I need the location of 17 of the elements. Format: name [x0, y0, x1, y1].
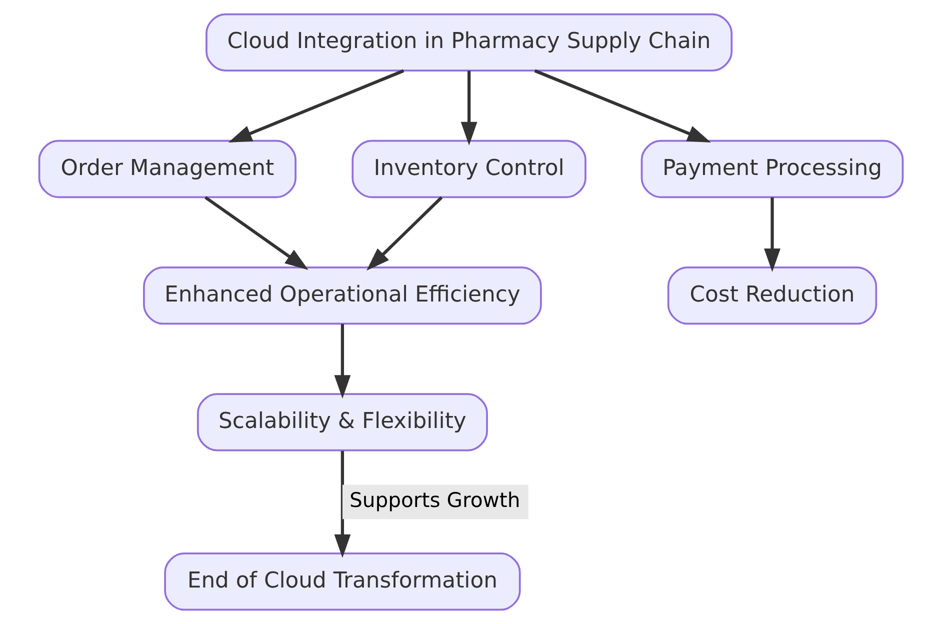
edge-label: Supports Growth — [349, 488, 520, 512]
arrow — [228, 69, 404, 142]
arrow — [204, 196, 308, 270]
arrow — [334, 324, 351, 399]
arrow — [366, 196, 443, 271]
node-box: Enhanced Operational Efficiency — [143, 266, 542, 325]
node-box: Inventory Control — [352, 140, 586, 198]
arrow — [334, 450, 351, 558]
arrow — [764, 197, 780, 272]
node-box: Scalability & Flexibility — [196, 393, 488, 452]
node-box: Cost Reduction — [667, 266, 878, 325]
arrow — [534, 69, 711, 142]
node-box: End of Cloud Transformation — [164, 552, 521, 611]
node-box: Payment Processing — [640, 140, 904, 198]
arrow — [460, 70, 478, 146]
node-box: Order Management — [38, 140, 296, 198]
node-box: Cloud Integration in Pharmacy Supply Chain — [206, 13, 733, 72]
